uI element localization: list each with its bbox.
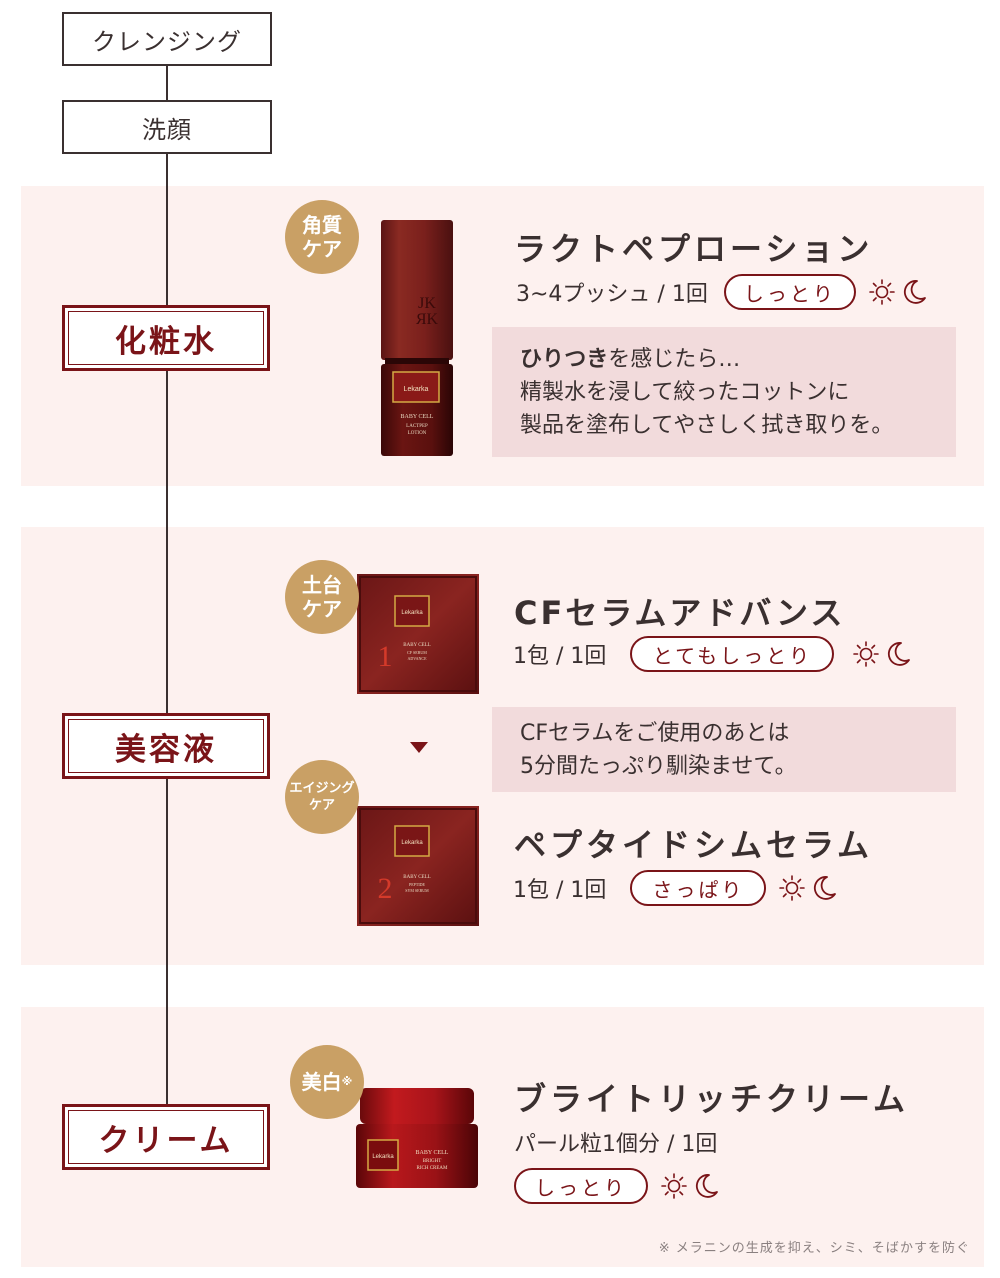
usage-text: 1包 / 1回	[513, 644, 607, 669]
time-icons	[778, 874, 838, 902]
sachet-name: PEPTIDE	[409, 882, 426, 887]
bottle-brand: Lekarka	[404, 386, 429, 393]
product-name-lactpep-lotion: ラクトペプローション	[514, 230, 874, 268]
footnote-whitening: ※ メラニンの生成を抑え、シミ、そばかすを防ぐ	[658, 1241, 970, 1256]
usage-row-cream: パール粒1個分 / 1回	[514, 1126, 733, 1158]
bottle-monogram: JK	[418, 295, 436, 312]
sachet-line: BABY CELL	[403, 875, 430, 880]
badge-line: 角質	[302, 213, 342, 237]
badge-text: 美白	[301, 1070, 342, 1094]
badge-foundation-care: 土台 ケア	[285, 560, 359, 634]
moon-icon	[903, 280, 926, 304]
texture-row-cream: しっとり	[514, 1168, 720, 1204]
bottle-monogram: ЯK	[416, 311, 439, 328]
step-cleansing-label: クレンジング	[92, 27, 242, 56]
badge-line: ケア	[308, 798, 335, 813]
category-serum-label: 美容液	[115, 731, 217, 768]
badge-line: 土台	[302, 573, 342, 597]
sun-icon	[853, 641, 880, 667]
cf-serum-sachet-image: Lekarka 1 BABY CELL CF SERUM ADVANCE	[357, 574, 479, 694]
bottle-name: LACTPEP	[406, 424, 428, 429]
texture-badge: しっとり	[514, 1168, 648, 1204]
sachet-line: BABY CELL	[403, 643, 430, 648]
badge-line: エイジング	[289, 781, 355, 796]
moon-icon	[814, 876, 837, 900]
peptide-serum-sachet-image: Lekarka 2 BABY CELL PEPTIDE SYM SERUM	[357, 806, 479, 926]
flow-line-cream	[166, 1007, 168, 1140]
badge-whitening: 美白※	[290, 1045, 364, 1119]
texture-badge: しっとり	[723, 274, 856, 310]
usage-row-cf-serum: 1包 / 1回 とてもしっとり	[513, 636, 912, 672]
jar-name: BRIGHT	[423, 1159, 442, 1164]
step-face-wash-label: 洗顔	[142, 115, 192, 144]
bright-cream-jar-image: Lekarka BABY CELL BRIGHT RICH CREAM	[356, 1088, 478, 1188]
product-name-cf-serum: CFセラムアドバンス	[514, 594, 846, 632]
usage-text: 1包 / 1回	[513, 878, 607, 903]
note-line: 5分間たっぷり馴染ませて。	[520, 754, 797, 779]
jar-brand: Lekarka	[372, 1154, 394, 1160]
arrow-down-icon	[410, 742, 428, 753]
product-name-peptide-serum: ペプタイドシムセラム	[514, 826, 874, 864]
step-cleansing: クレンジング	[62, 12, 272, 66]
badge-line: ケア	[302, 597, 342, 621]
note-rest: を感じたら…	[608, 347, 741, 372]
category-cream: クリーム	[62, 1104, 270, 1170]
usage-text: 3~4プッシュ / 1回	[516, 282, 708, 307]
badge-aging-care: エイジング ケア	[285, 760, 359, 834]
lotion-bottle-image: JK ЯK Lekarka BABY CELL LACTPEP LOTION	[381, 220, 453, 456]
texture-badge: とてもしっとり	[630, 636, 835, 672]
sachet-number: 2	[378, 872, 393, 905]
note-line: 精製水を浸して絞ったコットンに	[520, 380, 850, 405]
moon-icon	[695, 1174, 718, 1198]
badge-exfoliation-care: 角質 ケア	[285, 200, 359, 274]
sachet-brand: Lekarka	[401, 840, 423, 846]
note-bold: ひりつき	[520, 347, 609, 372]
badge-footnote-mark: ※	[341, 1075, 353, 1088]
category-lotion: 化粧水	[62, 305, 270, 371]
category-lotion-label: 化粧水	[115, 323, 217, 360]
badge-line: ケア	[302, 237, 342, 261]
note-line: CFセラムをご使用のあとは	[520, 721, 790, 746]
note-lotion: ひりつきを感じたら… 精製水を浸して絞ったコットンに 製品を塗布してやさしく拭き…	[492, 327, 956, 457]
sachet-name: SYM SERUM	[405, 888, 429, 893]
sachet-number: 1	[378, 640, 393, 673]
usage-text: パール粒1個分 / 1回	[514, 1132, 718, 1157]
time-icons	[852, 640, 912, 668]
bottle-name: LOTION	[408, 431, 427, 436]
sachet-name: ADVANCE	[407, 656, 427, 661]
bottle-line: BABY CELL	[401, 414, 434, 420]
step-face-wash: 洗顔	[62, 100, 272, 154]
note-line: 製品を塗布してやさしく拭き取りを。	[520, 413, 894, 438]
usage-row-lotion: 3~4プッシュ / 1回 しっとり	[516, 274, 928, 310]
sun-icon	[869, 279, 895, 305]
sun-icon	[661, 1173, 687, 1199]
category-cream-label: クリーム	[98, 1122, 234, 1159]
jar-line: BABY CELL	[416, 1150, 449, 1156]
sun-icon	[779, 875, 806, 901]
usage-row-peptide-serum: 1包 / 1回 さっぱり	[513, 870, 838, 906]
moon-icon	[888, 642, 911, 666]
texture-badge: さっぱり	[630, 870, 767, 906]
note-serum: CFセラムをご使用のあとは 5分間たっぷり馴染ませて。	[492, 707, 956, 792]
sachet-name: CF SERUM	[407, 650, 427, 655]
product-name-bright-cream: ブライトリッチクリーム	[514, 1080, 910, 1118]
sachet-brand: Lekarka	[401, 610, 423, 616]
jar-name: RICH CREAM	[417, 1166, 449, 1171]
category-serum: 美容液	[62, 713, 270, 779]
time-icons	[868, 278, 928, 306]
time-icons	[660, 1172, 720, 1200]
note-line: ひりつきを感じたら…	[520, 343, 928, 376]
